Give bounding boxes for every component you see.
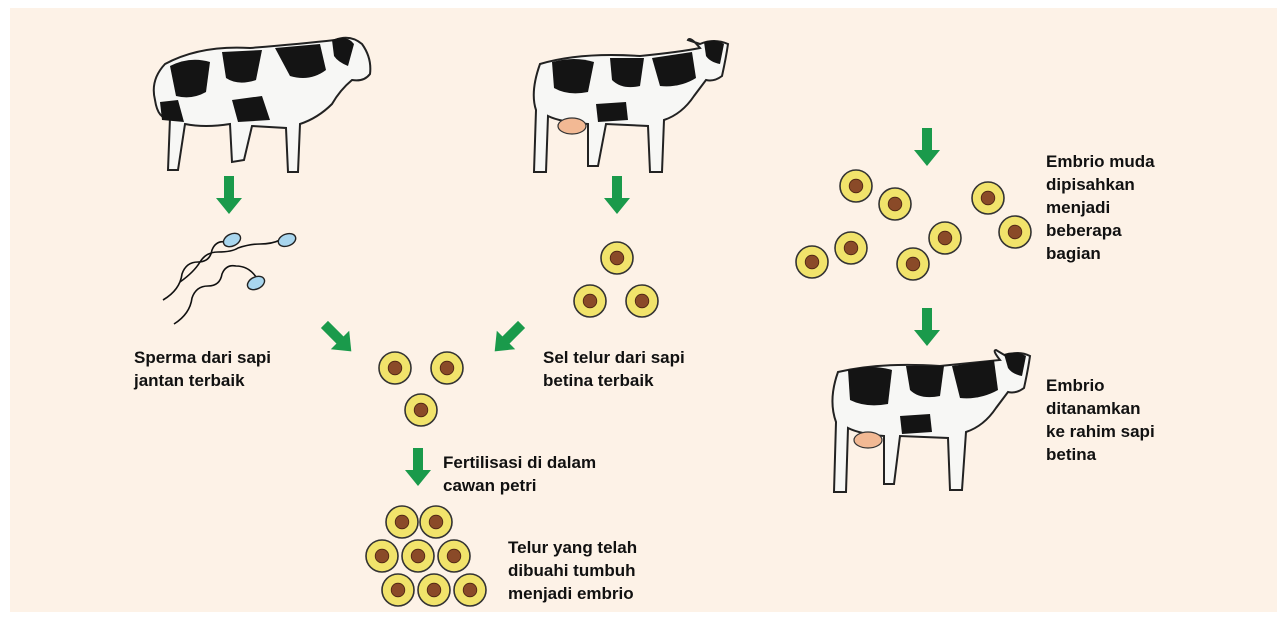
label-embryo-implant: Embrio ditanamkan ke rahim sapi betina <box>1046 374 1155 466</box>
egg-cell-icon <box>386 506 418 538</box>
egg-cell-icon <box>431 352 463 384</box>
egg-cell-icon <box>454 574 486 606</box>
egg-cell-icon <box>840 170 872 202</box>
arrow-icon <box>604 176 630 214</box>
egg-cell-icon <box>382 574 414 606</box>
egg-cell-icon <box>879 188 911 220</box>
arrow-icon <box>914 308 940 346</box>
egg-cell-icon <box>402 540 434 572</box>
label-embryo-growth: Telur yang telah dibuahi tumbuh menjadi … <box>508 536 637 605</box>
label-egg-cell: Sel telur dari sapi betina terbaik <box>543 346 685 392</box>
egg-cell-icon <box>379 352 411 384</box>
egg-cell-icon <box>366 540 398 572</box>
label-fertilization: Fertilisasi di dalam cawan petri <box>443 451 596 497</box>
label-embryo-split: Embrio muda dipisahkan menjadi beberapa … <box>1046 150 1155 265</box>
egg-cell-icon <box>999 216 1031 248</box>
egg-cell-icon <box>438 540 470 572</box>
arrow-icon <box>405 448 431 486</box>
egg-cell-icon <box>796 246 828 278</box>
egg-cell-icon <box>897 248 929 280</box>
egg-cell-icon <box>574 285 606 317</box>
sperm-icon <box>221 231 297 292</box>
arrow-icon <box>315 315 360 360</box>
egg-cell-icon <box>418 574 450 606</box>
egg-cell-icon <box>420 506 452 538</box>
egg-cell-icon <box>601 242 633 274</box>
arrow-icon <box>216 176 242 214</box>
arrow-icon <box>914 128 940 166</box>
egg-cell-icon <box>929 222 961 254</box>
egg-cell-icon <box>405 394 437 426</box>
bull-icon <box>154 38 371 172</box>
arrow-icon <box>485 315 530 360</box>
egg-cell-icon <box>972 182 1004 214</box>
egg-cell-icon <box>626 285 658 317</box>
cow-icon <box>832 350 1030 492</box>
cow-icon <box>534 39 728 172</box>
egg-cell-icon <box>835 232 867 264</box>
label-sperm: Sperma dari sapi jantan terbaik <box>134 346 271 392</box>
